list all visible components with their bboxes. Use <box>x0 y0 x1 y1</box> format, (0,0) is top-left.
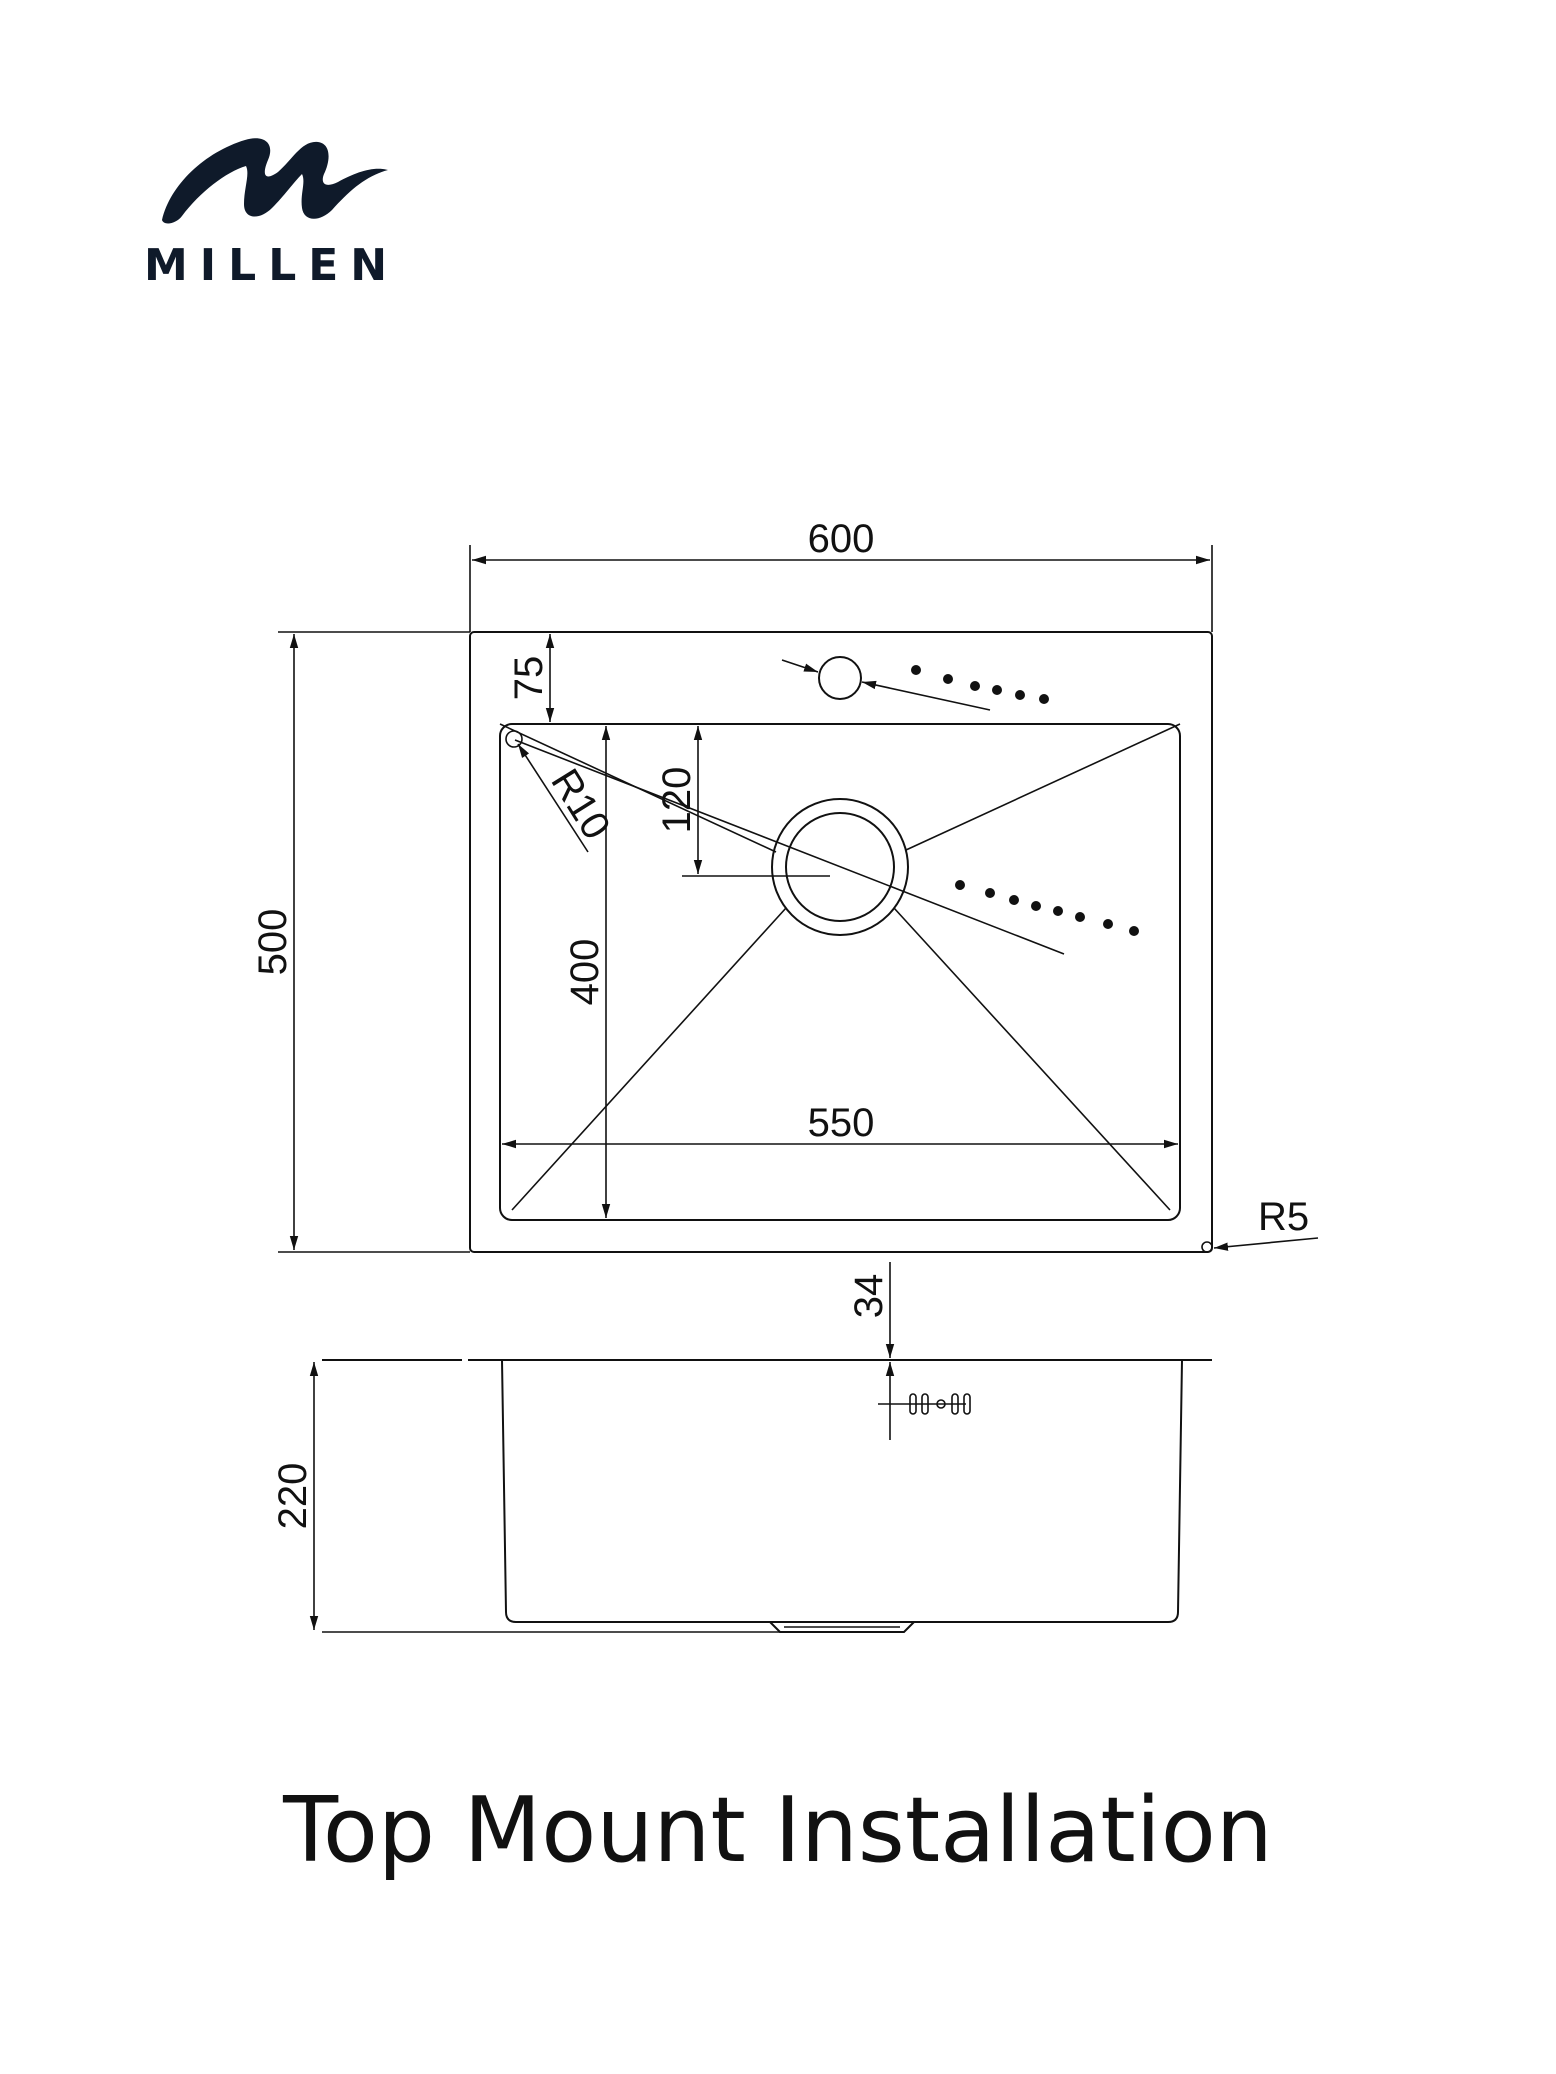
dim-550: 550 <box>808 1101 875 1145</box>
slope-line <box>511 907 787 1211</box>
side-view: 34 220 <box>271 1262 1212 1633</box>
sink-outer-rim <box>469 631 1213 1253</box>
page-caption: Top Mount Installation <box>283 1778 1273 1883</box>
dim-r5: R5 <box>1258 1195 1309 1239</box>
wave-m-logo <box>162 138 388 224</box>
bowl-profile <box>501 1359 1183 1623</box>
slope-line <box>905 723 1181 851</box>
dim-220: 220 <box>271 1463 315 1530</box>
dim-120: 120 <box>655 767 699 834</box>
dim-500: 500 <box>251 909 295 976</box>
brand-name: MILLEN <box>144 240 400 291</box>
dim-34: 34 <box>847 1274 891 1319</box>
top-view: 600 500 75 120 400 550 R10 <box>251 517 1319 1253</box>
dim-75: 75 <box>507 656 551 701</box>
drain-outer-ring <box>771 798 909 936</box>
dot-row-middle <box>955 880 1139 936</box>
drain-inner-ring <box>785 812 895 922</box>
overflow-slots <box>878 1393 971 1415</box>
logo-wave-shape <box>162 138 388 224</box>
dim-600: 600 <box>808 517 875 561</box>
slope-line <box>893 907 1171 1211</box>
dim-400: 400 <box>563 939 607 1006</box>
faucet-hole <box>818 656 862 700</box>
sink-bowl-outline <box>499 723 1181 1221</box>
drain-bottom <box>769 1621 915 1633</box>
dot-row-top <box>911 665 1049 704</box>
